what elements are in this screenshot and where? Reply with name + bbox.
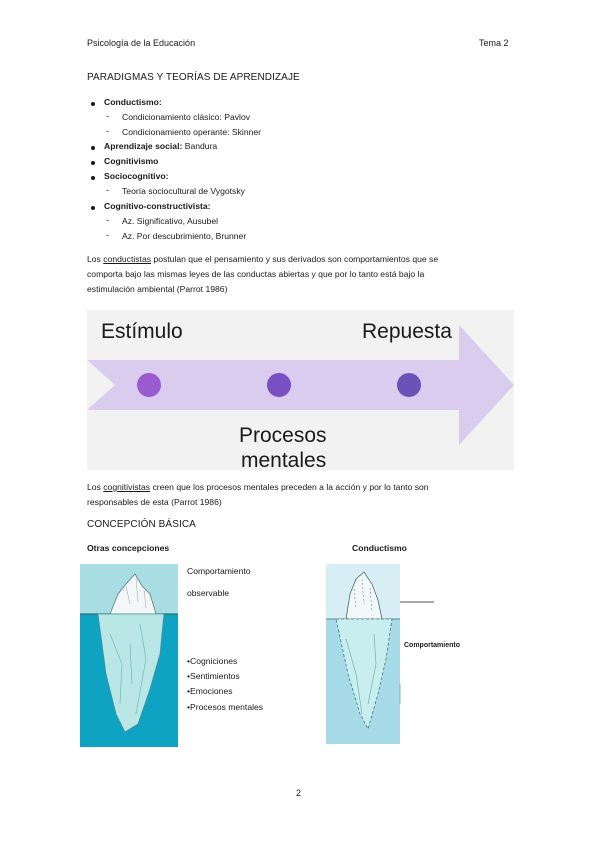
stimulus-response-diagram: Estímulo Repuesta Procesos mentales — [87, 310, 514, 470]
label-repuesta: Repuesta — [362, 320, 452, 343]
dash-icon: - — [106, 111, 109, 121]
iceberg-image-right — [326, 564, 438, 744]
paragraph-conductistas: Los conductistas postulan que el pensami… — [87, 252, 512, 297]
section-title-concepcion: CONCEPCIÓN BÁSICA — [87, 519, 196, 530]
label-estimulo: Estímulo — [101, 320, 183, 343]
section-title-paradigmas: PARADIGMAS Y TEORÍAS DE APRENDIZAJE — [87, 72, 300, 83]
page-number: 2 — [296, 788, 302, 798]
bullet-icon — [91, 206, 95, 210]
para-text: Los — [87, 254, 104, 264]
bullet-icon — [91, 146, 95, 150]
fig-title-otras: Otras concepciones — [87, 543, 170, 553]
dash-icon: - — [106, 126, 109, 136]
dash-icon: - — [106, 215, 109, 225]
list-item: Aprendizaje social: Bandura — [104, 141, 217, 151]
para-text: creen que los procesos mentales preceden… — [150, 482, 429, 492]
dash-icon: - — [106, 230, 109, 240]
label-comportamiento: Comportamiento — [187, 566, 251, 576]
dot-response — [397, 373, 421, 397]
list-subitem: Condicionamiento operante: Skinner — [122, 127, 262, 137]
dot-stimulus — [137, 373, 161, 397]
bullet-icon — [91, 161, 95, 165]
header-right: Tema 2 — [479, 38, 509, 48]
paragraph-cognitivistas: Los cognitivistas creen que los procesos… — [87, 480, 512, 510]
list-item-label: Aprendizaje social: — [104, 141, 183, 151]
list-subitem: Az. Significativo, Ausubel — [122, 216, 219, 226]
list-subitem: Condicionamiento clásico: Pavlov — [122, 112, 251, 122]
label-mentales: mentales — [241, 449, 326, 470]
fig-title-conductismo: Conductismo — [352, 543, 407, 553]
header-left: Psicología de la Educación — [87, 38, 196, 48]
arrow-shape — [87, 325, 514, 445]
para-text: responsables de esta (Parrot 1986) — [87, 497, 222, 507]
label-comportamiento-right: Comportamiento — [404, 642, 460, 649]
list-item-procesos-mentales: •Procesos mentales — [187, 702, 264, 712]
para-text: postulan que el pensamiento y sus deriva… — [151, 254, 439, 264]
para-text: comporta bajo las mismas leyes de las co… — [87, 269, 425, 279]
bullet-icon — [91, 102, 95, 106]
label-procesos: Procesos — [239, 424, 327, 447]
list-item-detail: Bandura — [182, 141, 218, 151]
list-item-sentimientos: •Sentimientos — [187, 671, 240, 681]
list-item-label: Cognitivo-constructivista: — [104, 201, 211, 211]
list-item-cogniciones: •Cogniciones — [187, 656, 238, 666]
iceberg-image-left — [80, 564, 178, 747]
list-item-label: Sociocognitivo: — [104, 171, 169, 181]
label-observable: observable — [187, 588, 230, 598]
term-cognitivistas: cognitivistas — [103, 482, 151, 492]
bullet-icon — [91, 176, 95, 180]
list-item-emociones: •Emociones — [187, 686, 233, 696]
dot-process — [267, 373, 291, 397]
para-text: Los — [87, 482, 104, 492]
para-text: estimulación ambiental (Parrot 1986) — [87, 284, 228, 294]
term-conductistas: conductistas — [103, 254, 152, 264]
list-item-label: Conductismo: — [104, 97, 162, 107]
list-subitem: Teoría sociocultural de Vygotsky — [122, 186, 245, 196]
list-item-label: Cognitivismo — [104, 156, 159, 166]
list-subitem: Az. Por descubrimiento, Brunner — [122, 231, 247, 241]
dash-icon: - — [106, 185, 109, 195]
